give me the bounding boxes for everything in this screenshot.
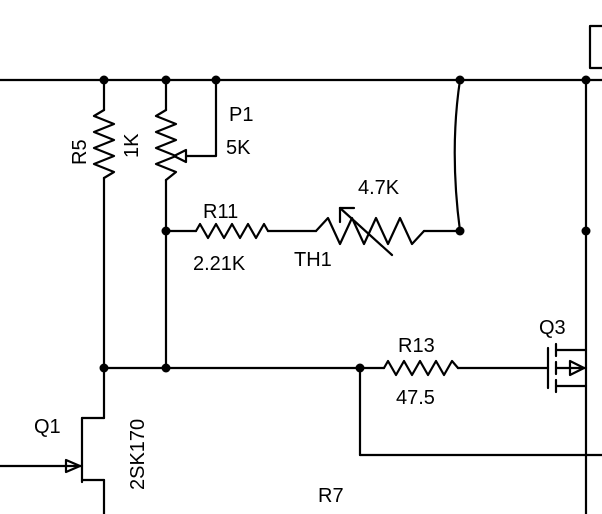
r11-value: 2.21K: [193, 253, 246, 275]
offpage-box-fragment: [588, 24, 602, 70]
p1-wiper-wire: [184, 78, 218, 158]
r5-designator: R5: [69, 139, 91, 165]
r5-value: 1K: [121, 133, 143, 158]
r5-resistor: [92, 108, 116, 180]
q1-designator: Q1: [34, 416, 61, 438]
q1-part: 2SK170: [127, 419, 149, 490]
p1-designator: P1: [229, 104, 253, 126]
p1-wiper-arrow: [172, 148, 188, 164]
r11-designator: R11: [203, 201, 238, 223]
junction-dot-p1-wiper: [211, 75, 221, 85]
junction-dot-r5-top: [99, 75, 109, 85]
th1-designator: TH1: [294, 249, 332, 271]
q1-arrow: [64, 458, 82, 474]
th1-thermistor: [314, 216, 426, 246]
q3-arrow: [568, 359, 586, 377]
r13-designator: R13: [398, 335, 435, 357]
r11-resistor: [194, 222, 270, 240]
th1-value: 4.7K: [358, 177, 400, 199]
junction-dot-r11-left: [161, 226, 171, 236]
junction-dot-bus-r13: [355, 363, 365, 373]
junction-dot-bus-p1: [161, 363, 171, 373]
p1-value: 5K: [226, 137, 251, 159]
junction-dot-rail-mid: [455, 75, 465, 85]
junction-dot-th1-right: [455, 226, 465, 236]
p1-potentiometer: [154, 108, 178, 182]
th1-slash: [338, 206, 394, 257]
q3-designator: Q3: [539, 317, 566, 339]
handdrawn-link: [453, 78, 462, 233]
r13-resistor: [382, 359, 460, 377]
r13-value: 47.5: [396, 387, 435, 409]
r7-designator: R7: [318, 485, 344, 507]
junction-dot-right-rail: [581, 226, 591, 236]
junction-dot-rail-right: [581, 75, 591, 85]
junction-dot-bus-left: [99, 363, 109, 373]
junction-dot-p1-top: [161, 75, 171, 85]
